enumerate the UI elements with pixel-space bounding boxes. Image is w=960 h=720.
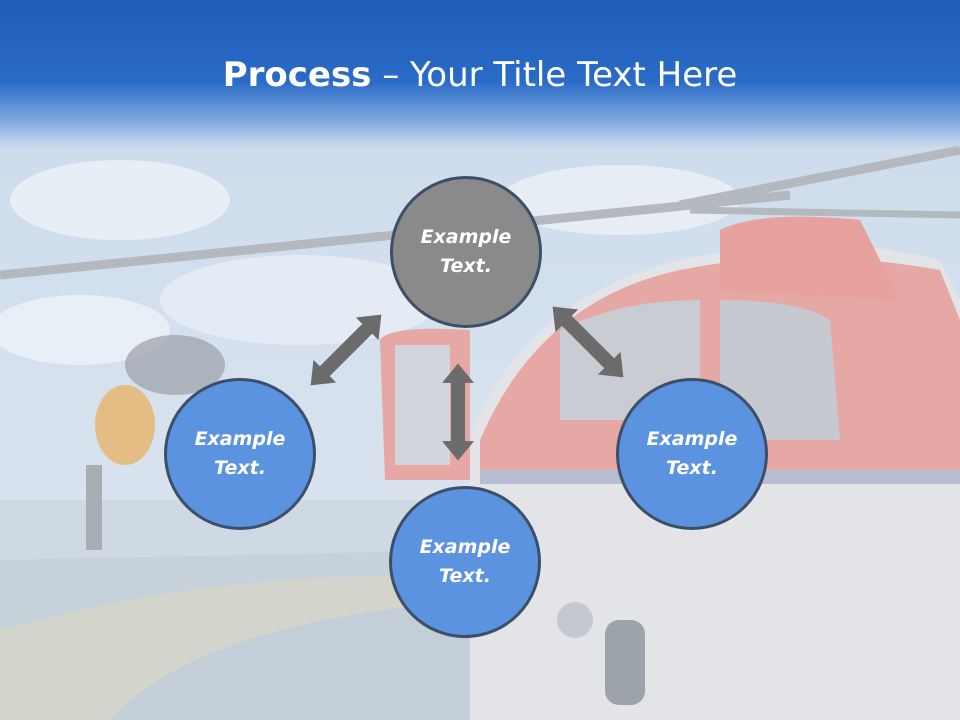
node-top-line2: Text. xyxy=(440,255,492,277)
process-node-right[interactable]: Example Text. xyxy=(616,378,768,530)
slide-title: Process – Your Title Text Here xyxy=(0,52,960,98)
process-node-left[interactable]: Example Text. xyxy=(164,378,316,530)
arrow-left-diagonal-icon xyxy=(299,303,393,397)
node-right-line2: Text. xyxy=(666,457,718,479)
node-right-line1: Example xyxy=(646,428,738,450)
node-top-line1: Example xyxy=(420,226,512,248)
title-rest: – Your Title Text Here xyxy=(371,55,738,95)
header-band xyxy=(0,0,960,148)
arrow-vertical-icon xyxy=(442,363,474,461)
node-bottom-line2: Text. xyxy=(439,565,491,587)
title-bold: Process xyxy=(222,55,372,95)
process-node-bottom[interactable]: Example Text. xyxy=(389,486,541,638)
arrow-right-diagonal-icon xyxy=(541,295,635,389)
process-node-top[interactable]: Example Text. xyxy=(390,176,542,328)
node-bottom-line1: Example xyxy=(419,536,511,558)
node-left-line1: Example xyxy=(194,428,286,450)
node-left-line2: Text. xyxy=(214,457,266,479)
